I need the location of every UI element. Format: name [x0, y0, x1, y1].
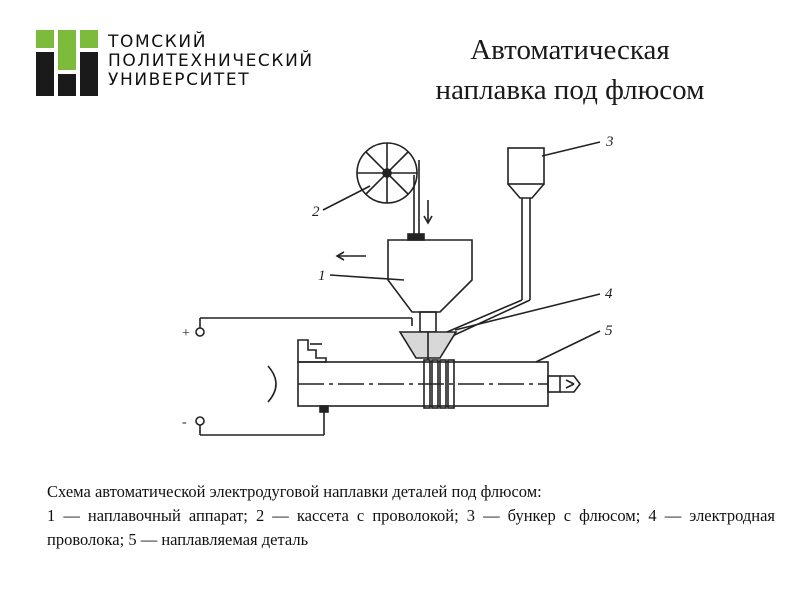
label-3: 3	[605, 134, 614, 150]
welding-apparatus	[387, 239, 473, 313]
caption-line-1: Схема автоматической электродуговой напл…	[47, 482, 542, 501]
logo-line-3: УНИВЕРСИТЕТ	[108, 70, 251, 90]
flux-hopper	[507, 147, 545, 185]
label-5: 5	[605, 323, 613, 339]
caption-body: 1 — наплавочный аппарат; 2 — кассета с п…	[47, 506, 775, 549]
label-4: 4	[605, 286, 613, 302]
slide-title: Автоматическая наплавка под флюсом	[390, 30, 750, 110]
logo-line-2: ПОЛИТЕХНИЧЕСКИЙ	[108, 51, 314, 71]
terminal-minus: -	[182, 415, 187, 430]
logo-line-1: ТОМСКИЙ	[108, 32, 208, 52]
label-1: 1	[318, 268, 326, 284]
university-logo	[36, 30, 98, 96]
diagram-caption: Схема автоматической электродуговой напл…	[47, 480, 775, 552]
title-line-1: Автоматическая	[470, 34, 670, 66]
label-2: 2	[312, 204, 320, 220]
logo-text: ТОМСКИЙ ПОЛИТЕХНИЧЕСКИЙ УНИВЕРСИТЕТ	[108, 33, 314, 90]
surfacing-diagram: 2 1 3 4 5 + -	[182, 134, 614, 436]
title-line-2: наплавка под флюсом	[435, 74, 705, 106]
terminal-plus: +	[182, 326, 190, 341]
